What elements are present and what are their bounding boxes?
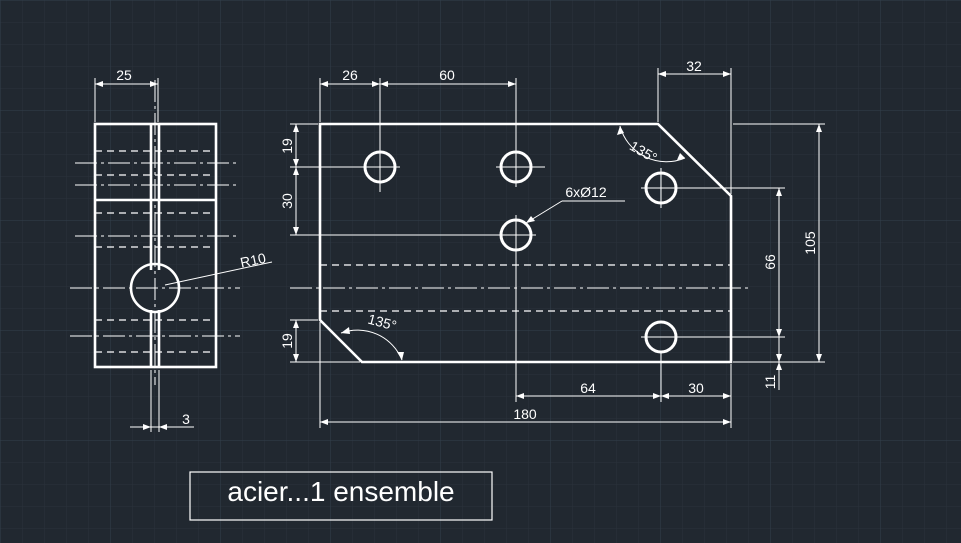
dim-top-60: 60: [439, 67, 455, 83]
title-block: acier...1 ensemble: [189, 471, 493, 521]
title-block-frame: [189, 471, 493, 521]
dim-bottom-180: 180: [513, 406, 537, 422]
side-view: 25 3 R10: [70, 67, 273, 432]
dim-left-19-bottom: 19: [279, 333, 295, 349]
dim-side-width: 25: [116, 67, 132, 83]
angle-arc-top: [619, 125, 686, 163]
dim-right-105: 105: [802, 231, 818, 255]
front-view-outline: [318, 122, 733, 364]
dim-right-66: 66: [762, 254, 778, 270]
dim-right-11: 11: [762, 375, 778, 390]
dim-side-thickness: 3: [182, 411, 190, 427]
dim-left-30: 30: [279, 193, 295, 209]
dim-left-19-top: 19: [279, 138, 295, 154]
dim-holes-spec: 6xØ12: [565, 184, 606, 200]
dim-side-radius: R10: [239, 250, 268, 271]
dim-bottom-30: 30: [688, 380, 704, 396]
dim-top-26: 26: [342, 67, 358, 83]
front-view: 26 60 32 19 30 19 105: [279, 58, 825, 428]
dim-angle-bottom: 135°: [366, 311, 398, 334]
dim-chamfer-32: 32: [686, 58, 702, 74]
dim-bottom-64: 64: [580, 380, 596, 396]
title-block-text: acier...1 ensemble: [227, 476, 454, 507]
